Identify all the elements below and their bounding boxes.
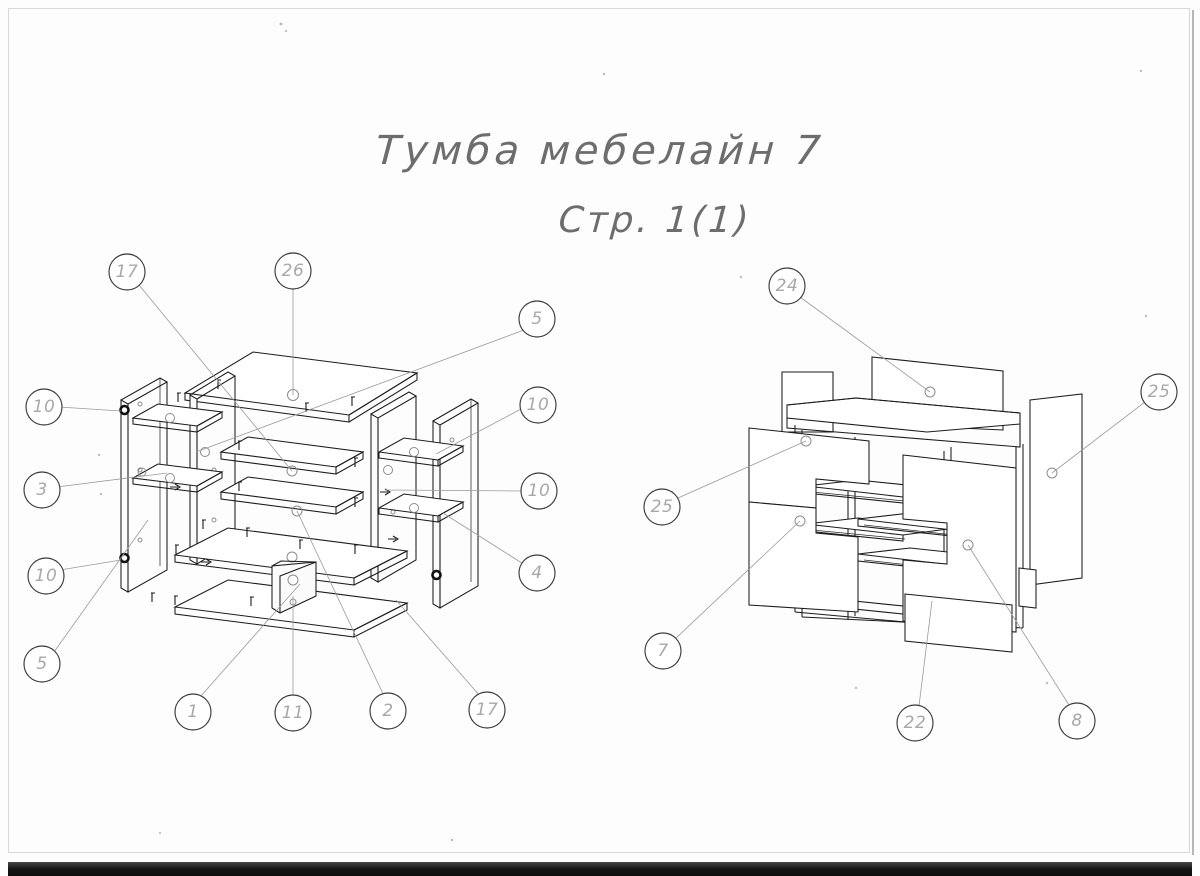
- callout-label: 7: [657, 641, 668, 661]
- callout-label: 25: [651, 497, 674, 517]
- callout-4[interactable]: 4: [518, 554, 556, 592]
- callout-22[interactable]: 22: [896, 704, 934, 742]
- assembled-callouts: 24 25 25 7 22: [643, 267, 1178, 742]
- callout-label: 11: [282, 703, 305, 723]
- part-shelf-mid-right: [377, 493, 465, 523]
- callout-25b[interactable]: 25: [643, 488, 681, 526]
- callout-label: 24: [776, 276, 799, 296]
- part-shelf-upper-right: [377, 437, 465, 467]
- part-front-facade-left-lower: [748, 501, 859, 613]
- callout-label: 10: [33, 397, 56, 417]
- callout-1[interactable]: 1: [174, 693, 212, 731]
- callout-25a[interactable]: 25: [1140, 373, 1178, 411]
- callout-3[interactable]: 3: [23, 471, 61, 509]
- callout-label: 5: [36, 654, 47, 674]
- callout-label: 10: [527, 395, 550, 415]
- callout-10b[interactable]: 10: [519, 386, 557, 424]
- callout-label: 2: [382, 701, 393, 721]
- exploded-callouts: 17 26 5 10 10: [23, 252, 558, 732]
- scan-artifacts: [97, 22, 1148, 842]
- part-front-facade-bottom-22: [904, 593, 1013, 653]
- callout-17b[interactable]: 17: [468, 691, 506, 729]
- part-shelf-mid-left: [131, 463, 224, 493]
- callout-17a[interactable]: 17: [108, 253, 146, 291]
- callout-label: 22: [904, 713, 927, 733]
- callout-5b[interactable]: 5: [23, 645, 61, 683]
- callout-24[interactable]: 24: [768, 267, 806, 305]
- callout-label: 10: [35, 566, 58, 586]
- callout-label: 10: [528, 481, 551, 501]
- callout-2[interactable]: 2: [369, 692, 407, 730]
- exploded-leaders: [53, 284, 526, 698]
- figure-exploded-view: 17 26 5 10 10: [23, 252, 558, 732]
- callout-10d[interactable]: 10: [27, 557, 65, 595]
- callout-5a[interactable]: 5: [518, 300, 556, 338]
- figure-assembled-view: 24 25 25 7 22: [643, 267, 1178, 742]
- part-assembled-top: [786, 397, 1021, 448]
- part-side-panel-right-25: [1029, 393, 1083, 586]
- scan-edge-right: [1192, 10, 1194, 855]
- callout-label: 5: [531, 309, 542, 329]
- part-small-side-tab: [1018, 567, 1037, 609]
- callout-label: 26: [282, 261, 305, 281]
- part-front-facade-right-upper: [902, 454, 1017, 633]
- callout-label: 17: [476, 700, 499, 720]
- scan-edge-bottom: [8, 862, 1192, 876]
- callout-label: 17: [116, 262, 139, 282]
- callout-label: 25: [1148, 382, 1171, 402]
- part-shelf-upper-left: [131, 403, 224, 433]
- callout-label: 8: [1071, 711, 1082, 731]
- callout-7[interactable]: 7: [644, 632, 682, 670]
- part-top-panel: [183, 351, 419, 423]
- part-center-shelf-lower: [219, 476, 365, 517]
- callout-label: 3: [36, 480, 47, 500]
- callout-10c[interactable]: 10: [520, 472, 558, 510]
- callout-8[interactable]: 8: [1058, 702, 1096, 740]
- part-right-inner-divider: [370, 391, 418, 583]
- callout-label: 4: [531, 563, 542, 583]
- callout-label: 1: [187, 702, 198, 722]
- callout-26[interactable]: 26: [274, 252, 312, 290]
- part-center-shelf-upper: [219, 436, 365, 477]
- callout-10a[interactable]: 10: [25, 388, 63, 426]
- callout-11[interactable]: 11: [274, 694, 312, 732]
- assembled-leaders: [674, 296, 1146, 707]
